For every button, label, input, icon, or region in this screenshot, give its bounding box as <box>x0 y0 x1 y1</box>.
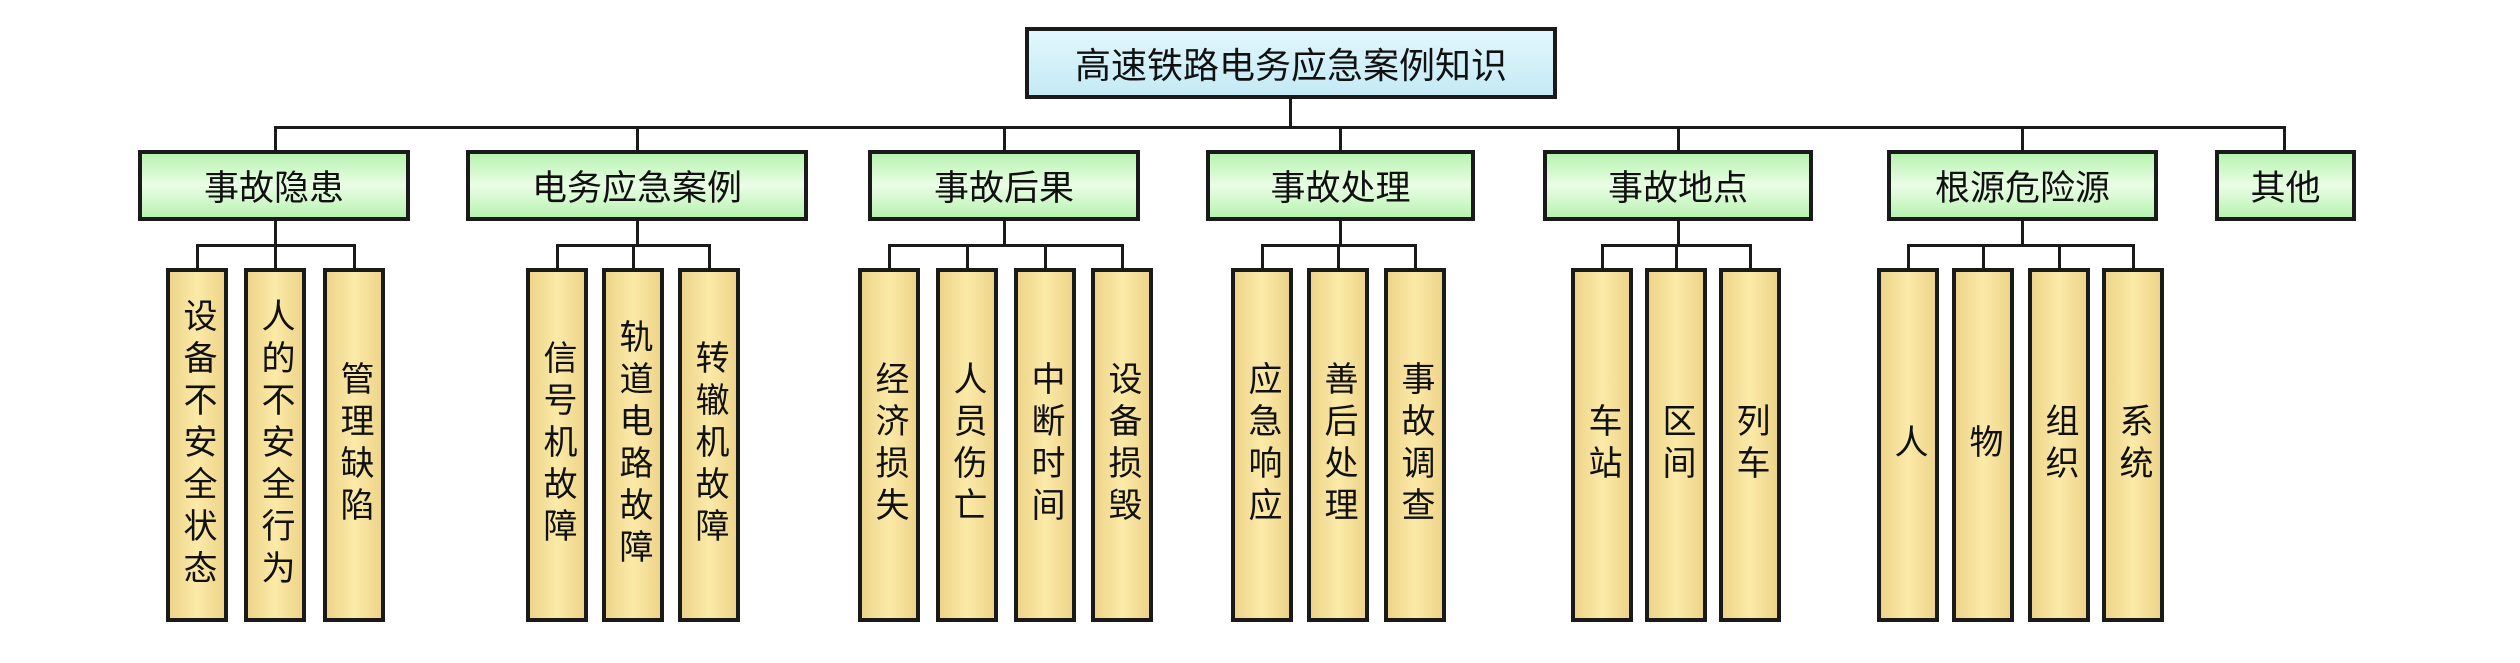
category-label: 事故地点 <box>1607 169 1748 209</box>
leaf-label: 人的不安全行为 <box>255 298 295 592</box>
leaf-node: 经济损失 <box>858 268 920 622</box>
category-label: 事故后果 <box>933 169 1074 209</box>
leaf-label: 设备不安全状态 <box>177 298 217 592</box>
leaf-node: 管理缺陷 <box>323 268 385 622</box>
leaf-node: 人员伤亡 <box>936 268 998 622</box>
leaf-node: 组织 <box>2028 268 2090 622</box>
connector <box>1044 244 1047 268</box>
sub-bus <box>1907 244 2135 247</box>
category-label: 事故处理 <box>1270 169 1411 209</box>
leaf-label: 信号机故障 <box>537 340 577 550</box>
connector <box>708 244 711 268</box>
leaf-label: 事故调查 <box>1395 361 1435 529</box>
connector <box>888 244 891 268</box>
connector <box>2058 244 2061 268</box>
connector <box>2132 244 2135 268</box>
leaf-label: 列车 <box>1730 403 1770 487</box>
connector <box>1003 221 1006 245</box>
leaf-label: 转辙机故障 <box>689 340 729 550</box>
connector <box>1337 244 1340 268</box>
connector <box>1003 126 1006 150</box>
root-connector <box>1289 99 1292 128</box>
category-label: 其他 <box>2250 169 2321 209</box>
connector <box>1339 126 1342 150</box>
leaf-label: 设备损毁 <box>1102 361 1142 529</box>
connector <box>1601 244 1604 268</box>
connector <box>353 244 356 268</box>
connector <box>1749 244 1752 268</box>
connector <box>632 244 635 268</box>
connector <box>1261 244 1264 268</box>
leaf-label: 应急响应 <box>1242 361 1282 529</box>
connector <box>1907 244 1910 268</box>
leaf-node: 事故调查 <box>1384 268 1446 622</box>
leaf-node: 车站 <box>1571 268 1633 622</box>
leaf-node: 物 <box>1952 268 2014 622</box>
category-node: 事故处理 <box>1206 150 1475 221</box>
leaf-node: 区间 <box>1645 268 1707 622</box>
connector <box>1121 244 1124 268</box>
leaf-label: 人员伤亡 <box>947 361 987 529</box>
leaf-node: 转辙机故障 <box>678 268 740 622</box>
leaf-label: 物 <box>1963 424 2003 466</box>
connector <box>1414 244 1417 268</box>
leaf-node: 人的不安全行为 <box>244 268 306 622</box>
category-node: 事故后果 <box>868 150 1140 221</box>
category-label: 电务应急案例 <box>531 169 742 209</box>
sub-bus <box>888 244 1124 247</box>
connector <box>2283 126 2286 150</box>
connector <box>2021 221 2024 245</box>
leaf-node: 设备不安全状态 <box>166 268 228 622</box>
root-label: 高速铁路电务应急案例知识 <box>1074 46 1507 87</box>
leaf-label: 车站 <box>1582 403 1622 487</box>
category-label: 事故隐患 <box>203 169 344 209</box>
leaf-label: 人 <box>1888 424 1928 466</box>
leaf-label: 善后处理 <box>1318 361 1358 529</box>
connector <box>274 221 277 245</box>
leaf-node: 列车 <box>1719 268 1781 622</box>
connector <box>274 244 277 268</box>
main-bus <box>274 126 2285 129</box>
category-label: 根源危险源 <box>1934 169 2110 209</box>
leaf-node: 信号机故障 <box>526 268 588 622</box>
leaf-label: 区间 <box>1656 403 1696 487</box>
connector <box>636 221 639 245</box>
leaf-node: 善后处理 <box>1307 268 1369 622</box>
leaf-label: 经济损失 <box>869 361 909 529</box>
leaf-node: 应急响应 <box>1231 268 1293 622</box>
leaf-label: 系统 <box>2113 403 2153 487</box>
leaf-node: 设备损毁 <box>1091 268 1153 622</box>
leaf-label: 轨道电路故障 <box>613 319 653 571</box>
leaf-node: 系统 <box>2102 268 2164 622</box>
connector <box>636 126 639 150</box>
connector <box>1339 221 1342 245</box>
connector <box>1982 244 1985 268</box>
category-node: 事故地点 <box>1543 150 1813 221</box>
category-node: 根源危险源 <box>1887 150 2158 221</box>
leaf-node: 轨道电路故障 <box>602 268 664 622</box>
category-node: 事故隐患 <box>138 150 410 221</box>
connector <box>274 126 277 150</box>
category-node: 电务应急案例 <box>466 150 808 221</box>
leaf-label: 管理缺陷 <box>334 361 374 529</box>
connector <box>966 244 969 268</box>
connector <box>196 244 199 268</box>
connector <box>556 244 559 268</box>
leaf-node: 中断时间 <box>1014 268 1076 622</box>
leaf-label: 组织 <box>2039 403 2079 487</box>
connector <box>1675 244 1678 268</box>
connector <box>1677 126 1680 150</box>
connector <box>1677 221 1680 245</box>
leaf-node: 人 <box>1877 268 1939 622</box>
category-node: 其他 <box>2215 150 2356 221</box>
connector <box>2021 126 2024 150</box>
leaf-label: 中断时间 <box>1025 361 1065 529</box>
root-node: 高速铁路电务应急案例知识 <box>1025 27 1557 99</box>
